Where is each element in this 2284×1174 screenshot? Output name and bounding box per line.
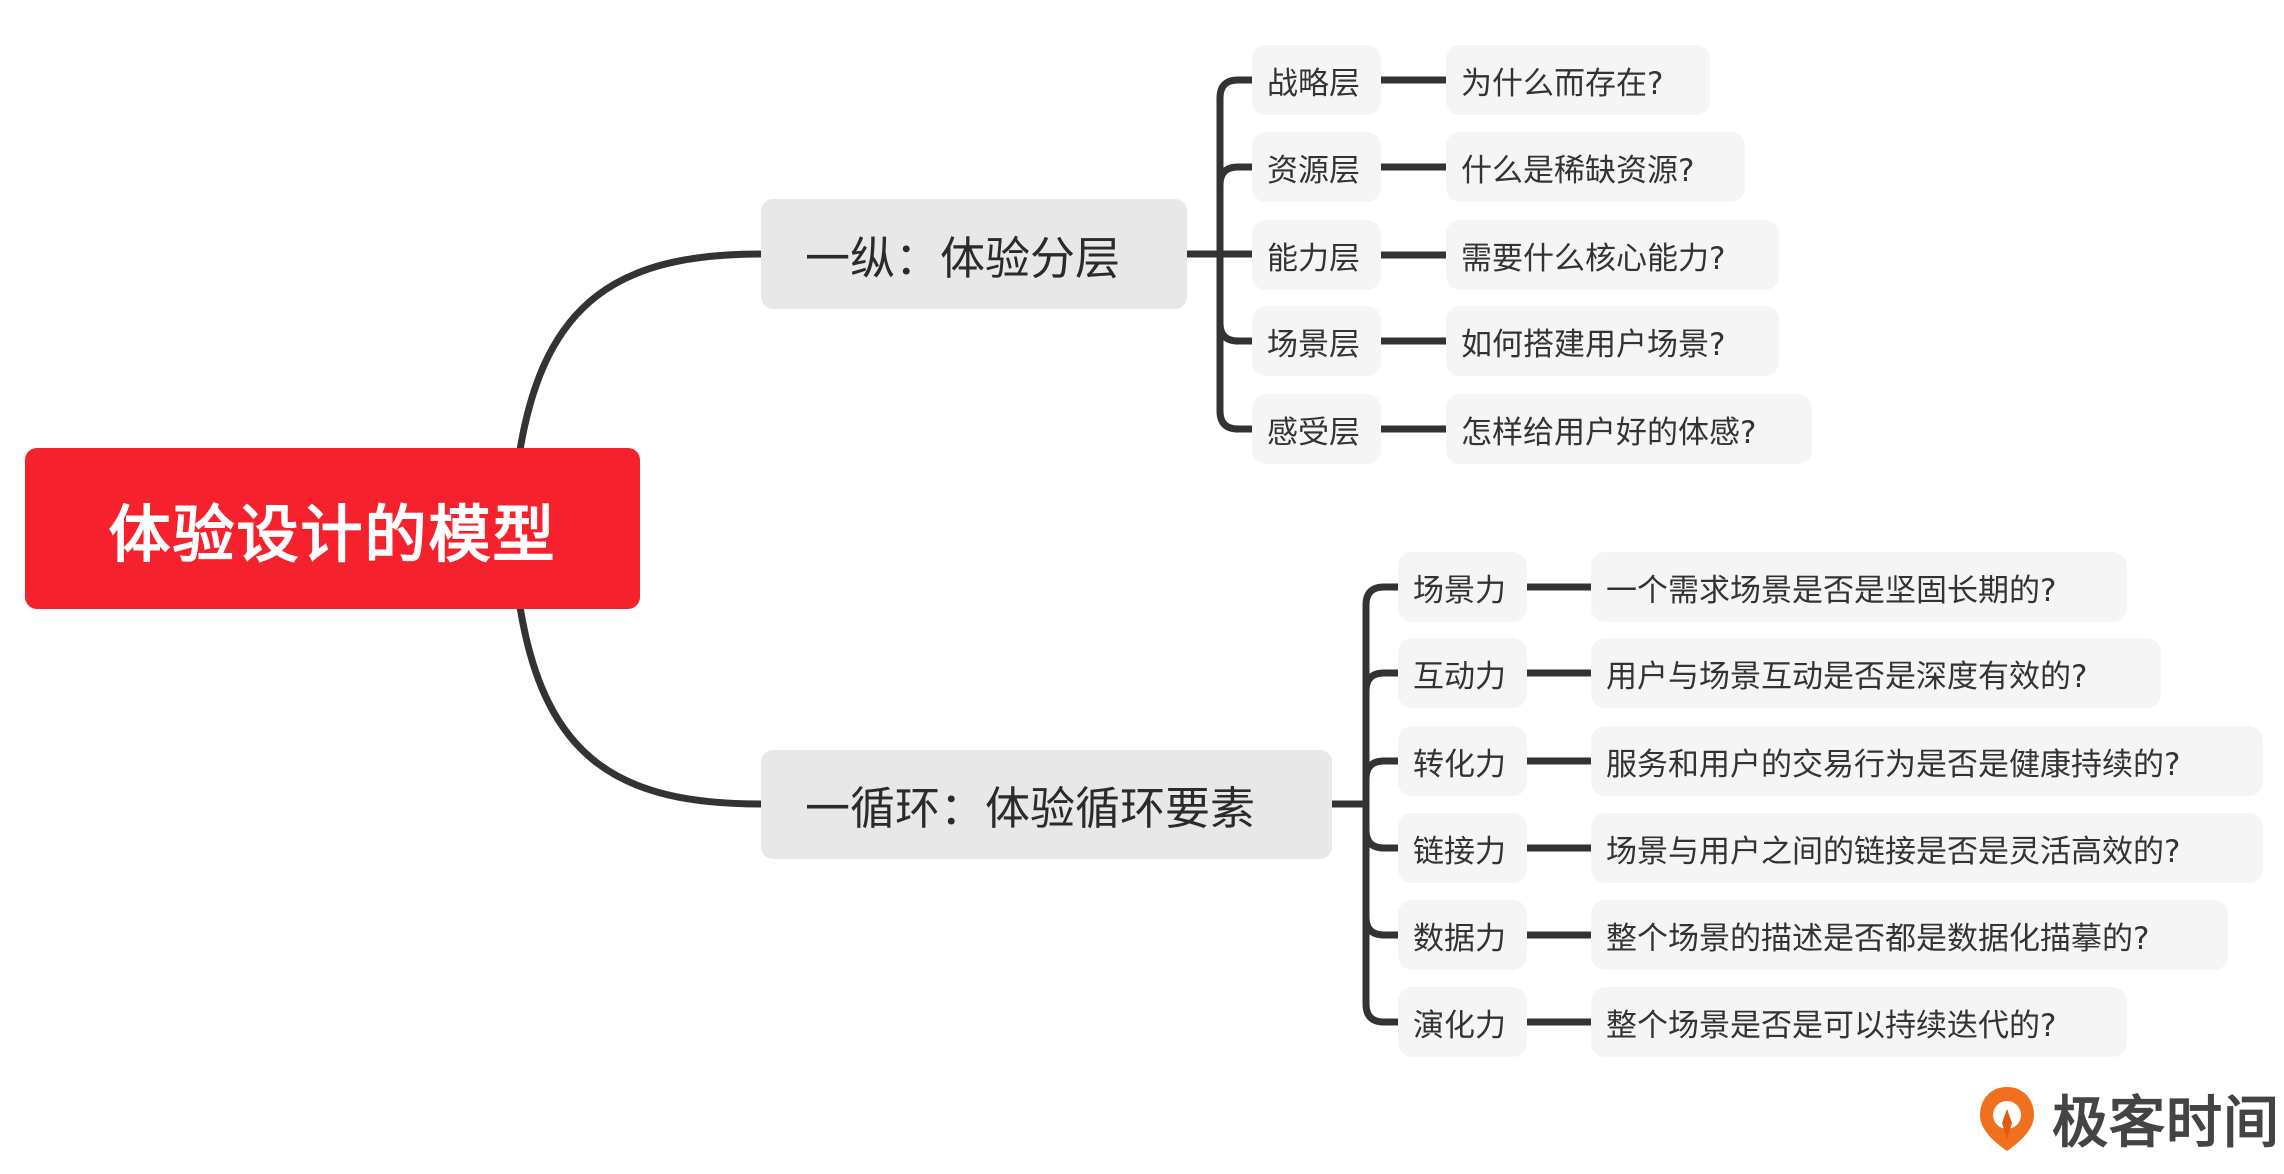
leaf-node[interactable]: 数据力	[1398, 900, 1527, 970]
root-to-branch-1-curve	[516, 250, 762, 451]
leaf-node[interactable]: 链接力	[1398, 813, 1527, 883]
leaf-node[interactable]: 战略层	[1252, 45, 1381, 115]
branch-label: 一循环：体验循环要素	[805, 782, 1256, 835]
question-node[interactable]: 怎样给用户好的体感?	[1446, 394, 1812, 464]
branch-node-loop[interactable]: 一循环：体验循环要素	[761, 750, 1332, 859]
question-node[interactable]: 需要什么核心能力?	[1446, 220, 1779, 290]
branch-label: 一纵：体验分层	[805, 231, 1121, 285]
question-node[interactable]: 整个场景是否是可以持续迭代的?	[1591, 987, 2127, 1057]
logo-text: 极客时间	[2052, 1091, 2280, 1156]
leaf-node[interactable]: 转化力	[1398, 726, 1527, 796]
question-label: 整个场景的描述是否都是数据化描摹的?	[1606, 920, 2150, 957]
leaf-label: 战略层	[1267, 65, 1360, 102]
question-label: 服务和用户的交易行为是否是健康持续的?	[1606, 746, 2181, 783]
leaf-label: 感受层	[1267, 414, 1360, 451]
leaf-node[interactable]: 演化力	[1398, 987, 1527, 1057]
question-label: 一个需求场景是否是坚固长期的?	[1606, 572, 2057, 609]
leaf-node[interactable]: 互动力	[1398, 638, 1527, 708]
branch-node-layers[interactable]: 一纵：体验分层	[761, 199, 1187, 309]
question-label: 为什么而存在?	[1461, 65, 1664, 102]
root-label: 体验设计的模型	[108, 497, 557, 571]
question-node[interactable]: 为什么而存在?	[1446, 45, 1710, 115]
leaf-label: 能力层	[1267, 240, 1360, 277]
leaf-label: 演化力	[1413, 1007, 1506, 1044]
question-label: 整个场景是否是可以持续迭代的?	[1606, 1007, 2057, 1044]
leaf-label: 场景层	[1267, 326, 1360, 363]
leaf-node[interactable]: 资源层	[1252, 132, 1381, 202]
root-node[interactable]: 体验设计的模型	[25, 448, 640, 609]
geektime-logo: 极客时间	[1976, 1078, 2280, 1159]
leaf-label: 链接力	[1413, 833, 1506, 870]
question-node[interactable]: 如何搭建用户场景?	[1446, 306, 1779, 376]
leaf-label: 场景力	[1413, 572, 1506, 609]
question-node[interactable]: 场景与用户之间的链接是否是灵活高效的?	[1591, 813, 2263, 883]
question-node[interactable]: 一个需求场景是否是坚固长期的?	[1591, 552, 2127, 622]
question-label: 用户与场景互动是否是深度有效的?	[1606, 658, 2088, 695]
leaf-label: 数据力	[1413, 920, 1506, 957]
leaf-label: 转化力	[1413, 746, 1506, 783]
root-to-branch-2-curve	[516, 606, 762, 808]
question-label: 需要什么核心能力?	[1461, 240, 1726, 277]
question-node[interactable]: 服务和用户的交易行为是否是健康持续的?	[1591, 726, 2263, 796]
question-node[interactable]: 整个场景的描述是否都是数据化描摹的?	[1591, 900, 2228, 970]
leaf-label: 资源层	[1267, 152, 1360, 189]
question-node[interactable]: 什么是稀缺资源?	[1446, 132, 1745, 202]
leaf-node[interactable]: 感受层	[1252, 394, 1381, 464]
question-label: 场景与用户之间的链接是否是灵活高效的?	[1606, 833, 2181, 870]
question-label: 如何搭建用户场景?	[1461, 326, 1726, 363]
question-label: 什么是稀缺资源?	[1461, 152, 1695, 189]
branch-2-bracket	[1362, 583, 1398, 1026]
leaf-node[interactable]: 场景层	[1252, 306, 1381, 376]
leaf-label: 互动力	[1413, 658, 1506, 695]
question-label: 怎样给用户好的体感?	[1461, 414, 1757, 451]
leaf-node[interactable]: 场景力	[1398, 552, 1527, 622]
geektime-logo-icon	[1980, 1086, 2034, 1151]
leaf-node[interactable]: 能力层	[1252, 220, 1381, 290]
question-node[interactable]: 用户与场景互动是否是深度有效的?	[1591, 638, 2161, 708]
